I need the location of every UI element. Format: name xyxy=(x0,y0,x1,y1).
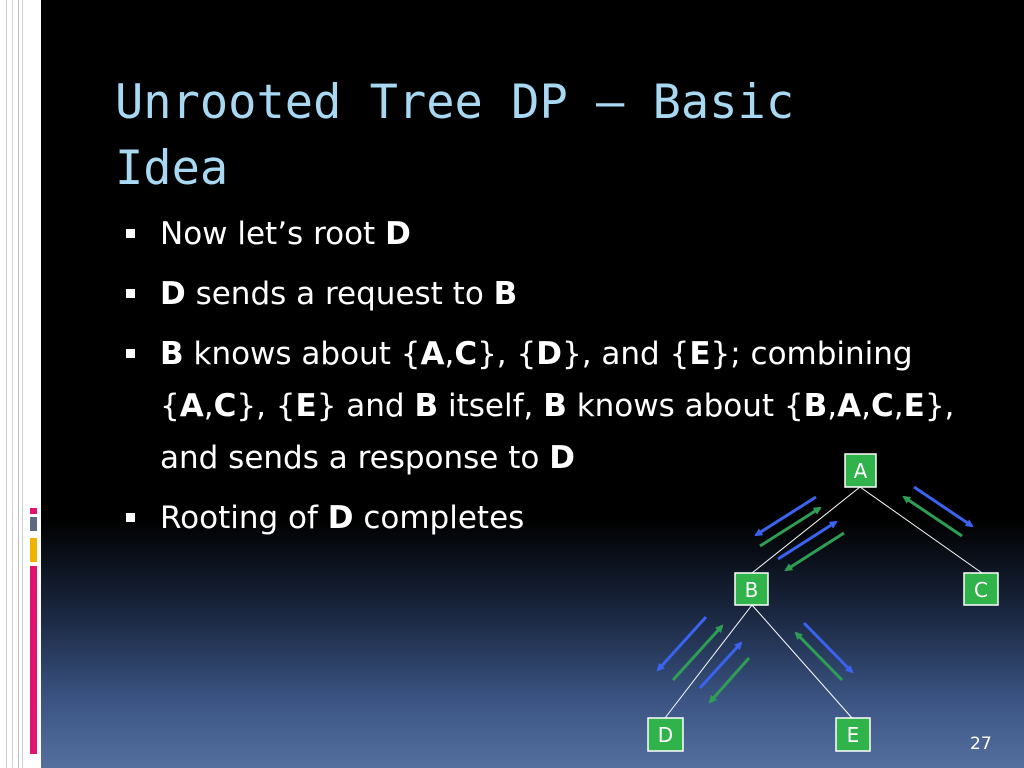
bullet-text-run: A xyxy=(837,388,862,424)
bullet-text-run: C xyxy=(871,388,894,424)
bullet-text-run: E xyxy=(295,388,317,424)
tree-node-d: D xyxy=(647,717,684,752)
bullet-text-run: D xyxy=(549,440,575,476)
node-label: E xyxy=(847,723,860,747)
bullet-text-run: A xyxy=(420,336,445,372)
request-arrow xyxy=(698,641,743,690)
request-arrow xyxy=(913,485,974,528)
tree-node-b: B xyxy=(734,572,769,606)
decorative-line xyxy=(22,0,23,768)
bullet-text-run: D xyxy=(160,276,186,312)
bullet-item: D sends a request to B xyxy=(124,268,964,320)
bullet-text-run: Rooting of xyxy=(160,500,328,536)
page-number: 27 xyxy=(970,734,992,754)
request-arrow xyxy=(656,615,708,672)
response-arrow xyxy=(902,495,963,538)
bullet-text-run: itself, xyxy=(438,388,544,424)
bullet-text-run: completes xyxy=(353,500,525,536)
bullet-text-run: C xyxy=(213,388,237,424)
bullet-text-run: , xyxy=(827,388,838,424)
bullet-item: Rooting of D completes xyxy=(124,492,964,544)
bullet-text-run: }; combining { xyxy=(160,336,913,424)
bullet-text-run: , xyxy=(444,336,455,372)
tree-node-a: A xyxy=(844,453,877,488)
bullet-text-run: }, { xyxy=(477,336,537,372)
bullet-text-run: A xyxy=(179,388,204,424)
bullet-text-run: } and xyxy=(316,388,415,424)
bullet-text-run: }, and sends a response to xyxy=(160,388,955,476)
node-label: A xyxy=(854,459,868,483)
node-label: D xyxy=(658,723,673,747)
bullet-list: Now let’s root D D sends a request to B … xyxy=(124,208,964,552)
bullet-text-run: knows about { xyxy=(566,388,804,424)
bullet-text-run: B xyxy=(414,388,439,424)
bullet-text-run: sends a request to xyxy=(185,276,494,312)
bullet-text-run: D xyxy=(327,500,354,536)
bullet-text-run: B xyxy=(543,388,567,424)
node-label: C xyxy=(974,578,988,602)
node-label: B xyxy=(745,578,759,602)
response-arrow xyxy=(794,631,844,682)
tree-edge-a-b xyxy=(751,486,861,574)
bullet-text-run: B xyxy=(493,276,518,312)
bullet-text-run: }, and { xyxy=(561,336,690,372)
bullet-item: Now let’s root D xyxy=(124,208,964,260)
decorative-line xyxy=(6,0,7,768)
response-arrow xyxy=(708,657,751,704)
tree-edge-b-e xyxy=(751,604,853,719)
tree-edge-b-d xyxy=(664,604,753,719)
tree-node-e: E xyxy=(835,717,871,752)
bullet-item: B knows about {A,C}, {D}, and {E}; combi… xyxy=(124,328,964,484)
decorative-line xyxy=(12,0,13,768)
bullet-text-run: E xyxy=(689,336,711,372)
request-arrow xyxy=(754,495,817,537)
decorative-line xyxy=(18,0,19,768)
request-arrow xyxy=(777,520,838,561)
response-arrow xyxy=(671,624,724,682)
bullet-text-run: , xyxy=(861,388,872,424)
request-arrow xyxy=(802,621,854,674)
decorative-side-strip xyxy=(0,0,41,768)
decorative-block xyxy=(30,517,37,531)
decorative-block xyxy=(30,566,37,754)
tree-node-c: C xyxy=(963,572,999,606)
bullet-text-run: Now let’s root xyxy=(160,216,386,252)
bullet-text-run: B xyxy=(803,388,828,424)
tree-edge-a-c xyxy=(859,486,983,574)
bullet-text-run: knows about { xyxy=(183,336,421,372)
decorative-block xyxy=(30,508,37,514)
bullet-text-run: D xyxy=(536,336,562,372)
response-arrow xyxy=(759,506,822,548)
decorative-block xyxy=(30,538,37,562)
bullet-text-run: , xyxy=(203,388,214,424)
bullet-text-run: }, { xyxy=(236,388,296,424)
response-arrow xyxy=(784,531,845,572)
bullet-text-run: , xyxy=(893,388,904,424)
slide-title: Unrooted Tree DP – Basic Idea xyxy=(115,75,795,196)
bullet-text-run: C xyxy=(454,336,478,372)
bullet-text-run: E xyxy=(903,388,925,424)
bullet-text-run: D xyxy=(385,216,411,252)
bullet-text-run: B xyxy=(160,336,184,372)
